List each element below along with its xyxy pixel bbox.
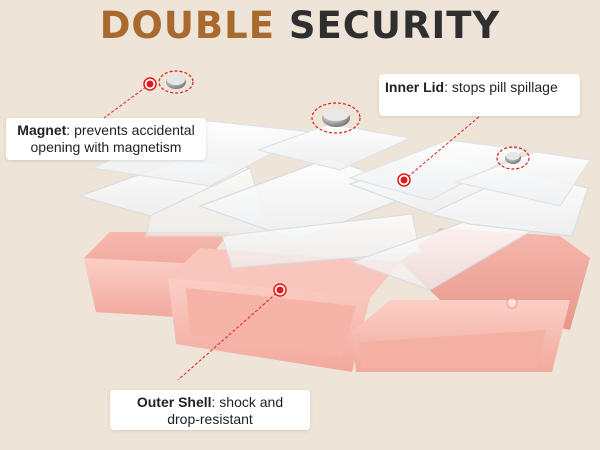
magnet-icon bbox=[311, 102, 361, 134]
headline-word-2: SECURITY bbox=[288, 4, 501, 47]
headline-word-1: DOUBLE bbox=[99, 4, 275, 47]
inner-lid-callout-term: Inner Lid bbox=[385, 79, 445, 95]
headline: DOUBLE SECURITY bbox=[0, 2, 600, 50]
outer-shell-callout-text: : shock and drop-resistant bbox=[167, 394, 284, 427]
magnet-callout-term: Magnet bbox=[17, 122, 67, 138]
outer-shell-callout: Outer Shell: shock and drop-resistant bbox=[110, 390, 310, 430]
marker-dot bbox=[143, 77, 157, 91]
outer-shell-callout-term: Outer Shell bbox=[136, 394, 212, 410]
inner-lid-callout-text: : stops pill spillage bbox=[444, 79, 558, 95]
marker-dot bbox=[273, 283, 287, 297]
callout-leader-lines bbox=[103, 83, 481, 381]
inner-lid-callout: Inner Lid: stops pill spillage bbox=[379, 74, 580, 116]
magnet-icon bbox=[158, 70, 194, 94]
marker-dot bbox=[397, 173, 411, 187]
magnet-icon bbox=[496, 146, 530, 170]
magnet-callout-text: : prevents accidental opening with magne… bbox=[30, 122, 195, 155]
magnet-callout: Magnet: prevents accidental opening with… bbox=[6, 118, 206, 160]
